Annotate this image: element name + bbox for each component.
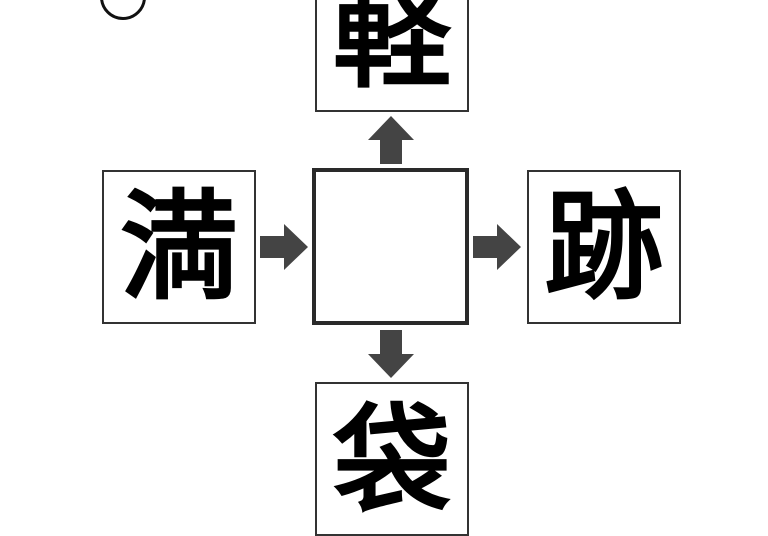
left-kanji-box: 満	[102, 170, 256, 324]
bottom-kanji: 袋	[332, 391, 451, 530]
number-circle	[100, 0, 146, 20]
top-kanji: 軽	[332, 0, 451, 104]
arrow-right-icon	[260, 224, 308, 270]
arrow-right-icon	[473, 224, 521, 270]
bottom-kanji-box: 袋	[315, 382, 469, 536]
arrow-down-icon	[368, 330, 414, 378]
top-kanji-box: 軽	[315, 0, 469, 112]
left-kanji: 満	[119, 177, 238, 316]
answer-box[interactable]	[312, 168, 469, 325]
arrow-up-icon	[368, 116, 414, 164]
right-kanji: 跡	[544, 177, 663, 316]
right-kanji-box: 跡	[527, 170, 681, 324]
